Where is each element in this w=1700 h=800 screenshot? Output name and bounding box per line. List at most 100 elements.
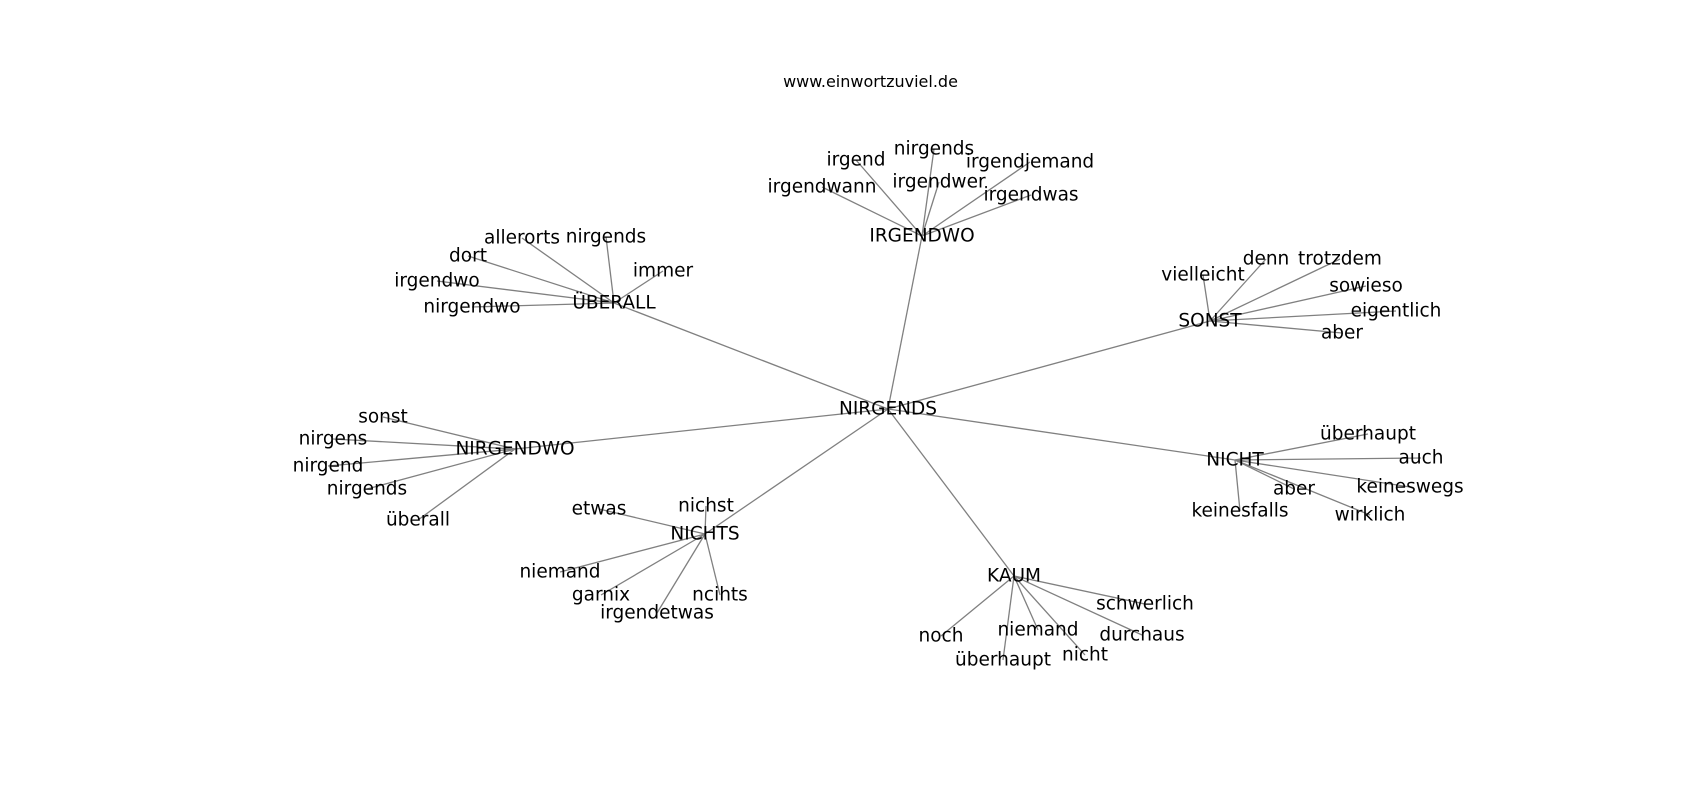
edge-nicht-word-4 <box>1234 459 1241 512</box>
edge-center-kaum <box>887 408 1015 577</box>
node-word-sonst-0: vielleicht <box>1161 265 1244 286</box>
node-word-nirgendwo-3: nirgends <box>327 479 407 500</box>
edge-ueberall-word-3 <box>613 270 664 304</box>
edge-irgendwo-word-5 <box>921 194 1032 237</box>
node-word-irgendwo-2: irgendjemand <box>966 152 1094 173</box>
node-word-kaum-1: niemand <box>997 620 1078 641</box>
edge-nichts-word-2 <box>559 533 706 573</box>
node-word-ueberall-4: irgendwo <box>394 271 479 292</box>
edge-kaum-word-1 <box>1013 575 1039 631</box>
node-word-irgendwo-5: irgendwas <box>983 185 1078 206</box>
node-word-irgendwo-0: irgend <box>826 150 885 171</box>
edge-ueberall-word-4 <box>436 280 615 304</box>
edge-irgendwo-word-4 <box>821 186 923 237</box>
node-word-nicht-3: keineswegs <box>1356 477 1463 498</box>
edge-sonst-word-1 <box>1209 258 1267 322</box>
node-word-nicht-4: keinesfalls <box>1191 501 1288 522</box>
edge-ueberall-word-1 <box>605 236 615 304</box>
node-word-nichts-0: etwas <box>572 499 627 520</box>
node-word-nichts-2: niemand <box>519 562 600 583</box>
node-word-kaum-3: noch <box>919 626 964 647</box>
node-hub-nichts: NICHTS <box>670 524 739 545</box>
graph-labels: NIRGENDSIRGENDWOirgendnirgendsirgendjema… <box>293 139 1464 671</box>
node-word-nirgendwo-0: sonst <box>358 407 408 428</box>
node-word-nirgendwo-1: nirgens <box>299 429 368 450</box>
edge-nichts-word-4 <box>704 533 721 596</box>
node-word-ueberall-3: immer <box>633 261 694 282</box>
edge-nirgendwo-word-1 <box>332 438 516 450</box>
node-word-kaum-2: durchaus <box>1099 625 1184 646</box>
edge-irgendwo-word-2 <box>921 161 1031 237</box>
site-caption: www.einwortzuviel.de <box>783 72 958 91</box>
node-word-nichts-1: nichst <box>678 496 734 517</box>
node-word-sonst-2: trotzdem <box>1298 249 1382 270</box>
edge-center-ueberall <box>613 302 889 410</box>
node-word-nicht-5: wirklich <box>1335 505 1406 526</box>
node-word-kaum-5: überhaupt <box>955 650 1051 671</box>
node-hub-irgendwo: IRGENDWO <box>869 226 974 247</box>
node-word-nicht-0: überhaupt <box>1320 424 1416 445</box>
edge-nichts-word-1 <box>704 505 707 535</box>
edge-center-nichts <box>704 408 889 535</box>
edge-nichts-word-5 <box>656 533 706 614</box>
node-word-ueberall-1: nirgends <box>566 227 646 248</box>
node-word-kaum-4: nicht <box>1062 645 1108 666</box>
node-word-irgendwo-4: irgendwann <box>768 177 877 198</box>
edge-nirgendwo-word-4 <box>417 448 516 521</box>
edge-ueberall-word-2 <box>467 255 615 304</box>
edge-kaum-word-3 <box>940 575 1015 637</box>
node-center: NIRGENDS <box>839 399 937 420</box>
edge-nirgendwo-word-0 <box>382 416 516 450</box>
node-word-nichts-4: ncihts <box>692 585 748 606</box>
edge-center-sonst <box>887 320 1211 410</box>
edge-kaum-word-0 <box>1013 575 1146 605</box>
graph-edges <box>327 148 1422 661</box>
node-hub-nicht: NICHT <box>1206 450 1264 471</box>
edge-nicht-word-2 <box>1234 459 1295 490</box>
edge-irgendwo-word-3 <box>921 181 940 237</box>
node-word-nicht-2: aber <box>1273 479 1315 500</box>
edge-sonst-word-5 <box>1209 320 1343 334</box>
node-word-nirgendwo-4: überall <box>386 510 450 531</box>
edge-irgendwo-word-0 <box>855 159 923 237</box>
node-word-kaum-0: schwerlich <box>1096 594 1194 615</box>
edge-nirgendwo-word-2 <box>327 448 516 467</box>
edge-sonst-word-2 <box>1209 258 1341 322</box>
node-word-ueberall-0: allerorts <box>484 228 560 249</box>
edge-nicht-word-1 <box>1234 457 1422 461</box>
edge-ueberall-word-0 <box>521 237 615 304</box>
edge-sonst-word-3 <box>1209 285 1367 322</box>
edge-nichts-word-0 <box>598 508 706 535</box>
node-word-ueberall-2: dort <box>449 246 487 267</box>
edge-kaum-word-5 <box>1002 575 1015 661</box>
node-word-irgendwo-3: irgendwer <box>892 172 986 193</box>
edge-kaum-word-2 <box>1013 575 1143 636</box>
edge-sonst-word-4 <box>1209 310 1397 322</box>
node-word-nicht-1: auch <box>1399 448 1444 469</box>
node-hub-nirgendwo: NIRGENDWO <box>455 439 574 460</box>
node-word-sonst-5: aber <box>1321 323 1363 344</box>
node-word-sonst-1: denn <box>1243 249 1290 270</box>
edge-center-irgendwo <box>887 235 923 410</box>
edge-irgendwo-word-1 <box>921 148 935 237</box>
node-word-sonst-3: sowieso <box>1329 276 1403 297</box>
edge-nicht-word-5 <box>1234 459 1371 516</box>
node-word-irgendwo-1: nirgends <box>894 139 974 160</box>
edge-nichts-word-3 <box>600 533 706 596</box>
edge-center-nicht <box>887 408 1236 461</box>
node-word-nirgendwo-2: nirgend <box>293 456 364 477</box>
node-word-nichts-5: irgendetwas <box>600 603 714 624</box>
edge-center-nirgendwo <box>514 408 889 450</box>
node-word-nichts-3: garnix <box>572 585 630 606</box>
edge-nirgendwo-word-3 <box>366 448 516 490</box>
edge-ueberall-word-5 <box>471 302 615 308</box>
edge-kaum-word-4 <box>1013 575 1086 656</box>
node-hub-ueberall: ÜBERALL <box>572 292 656 314</box>
edge-nicht-word-0 <box>1234 433 1369 461</box>
node-hub-kaum: KAUM <box>987 566 1041 587</box>
edge-nicht-word-3 <box>1234 459 1411 488</box>
node-word-ueberall-5: nirgendwo <box>423 297 520 318</box>
edge-sonst-word-0 <box>1202 274 1211 322</box>
node-word-sonst-4: eigentlich <box>1351 301 1442 322</box>
